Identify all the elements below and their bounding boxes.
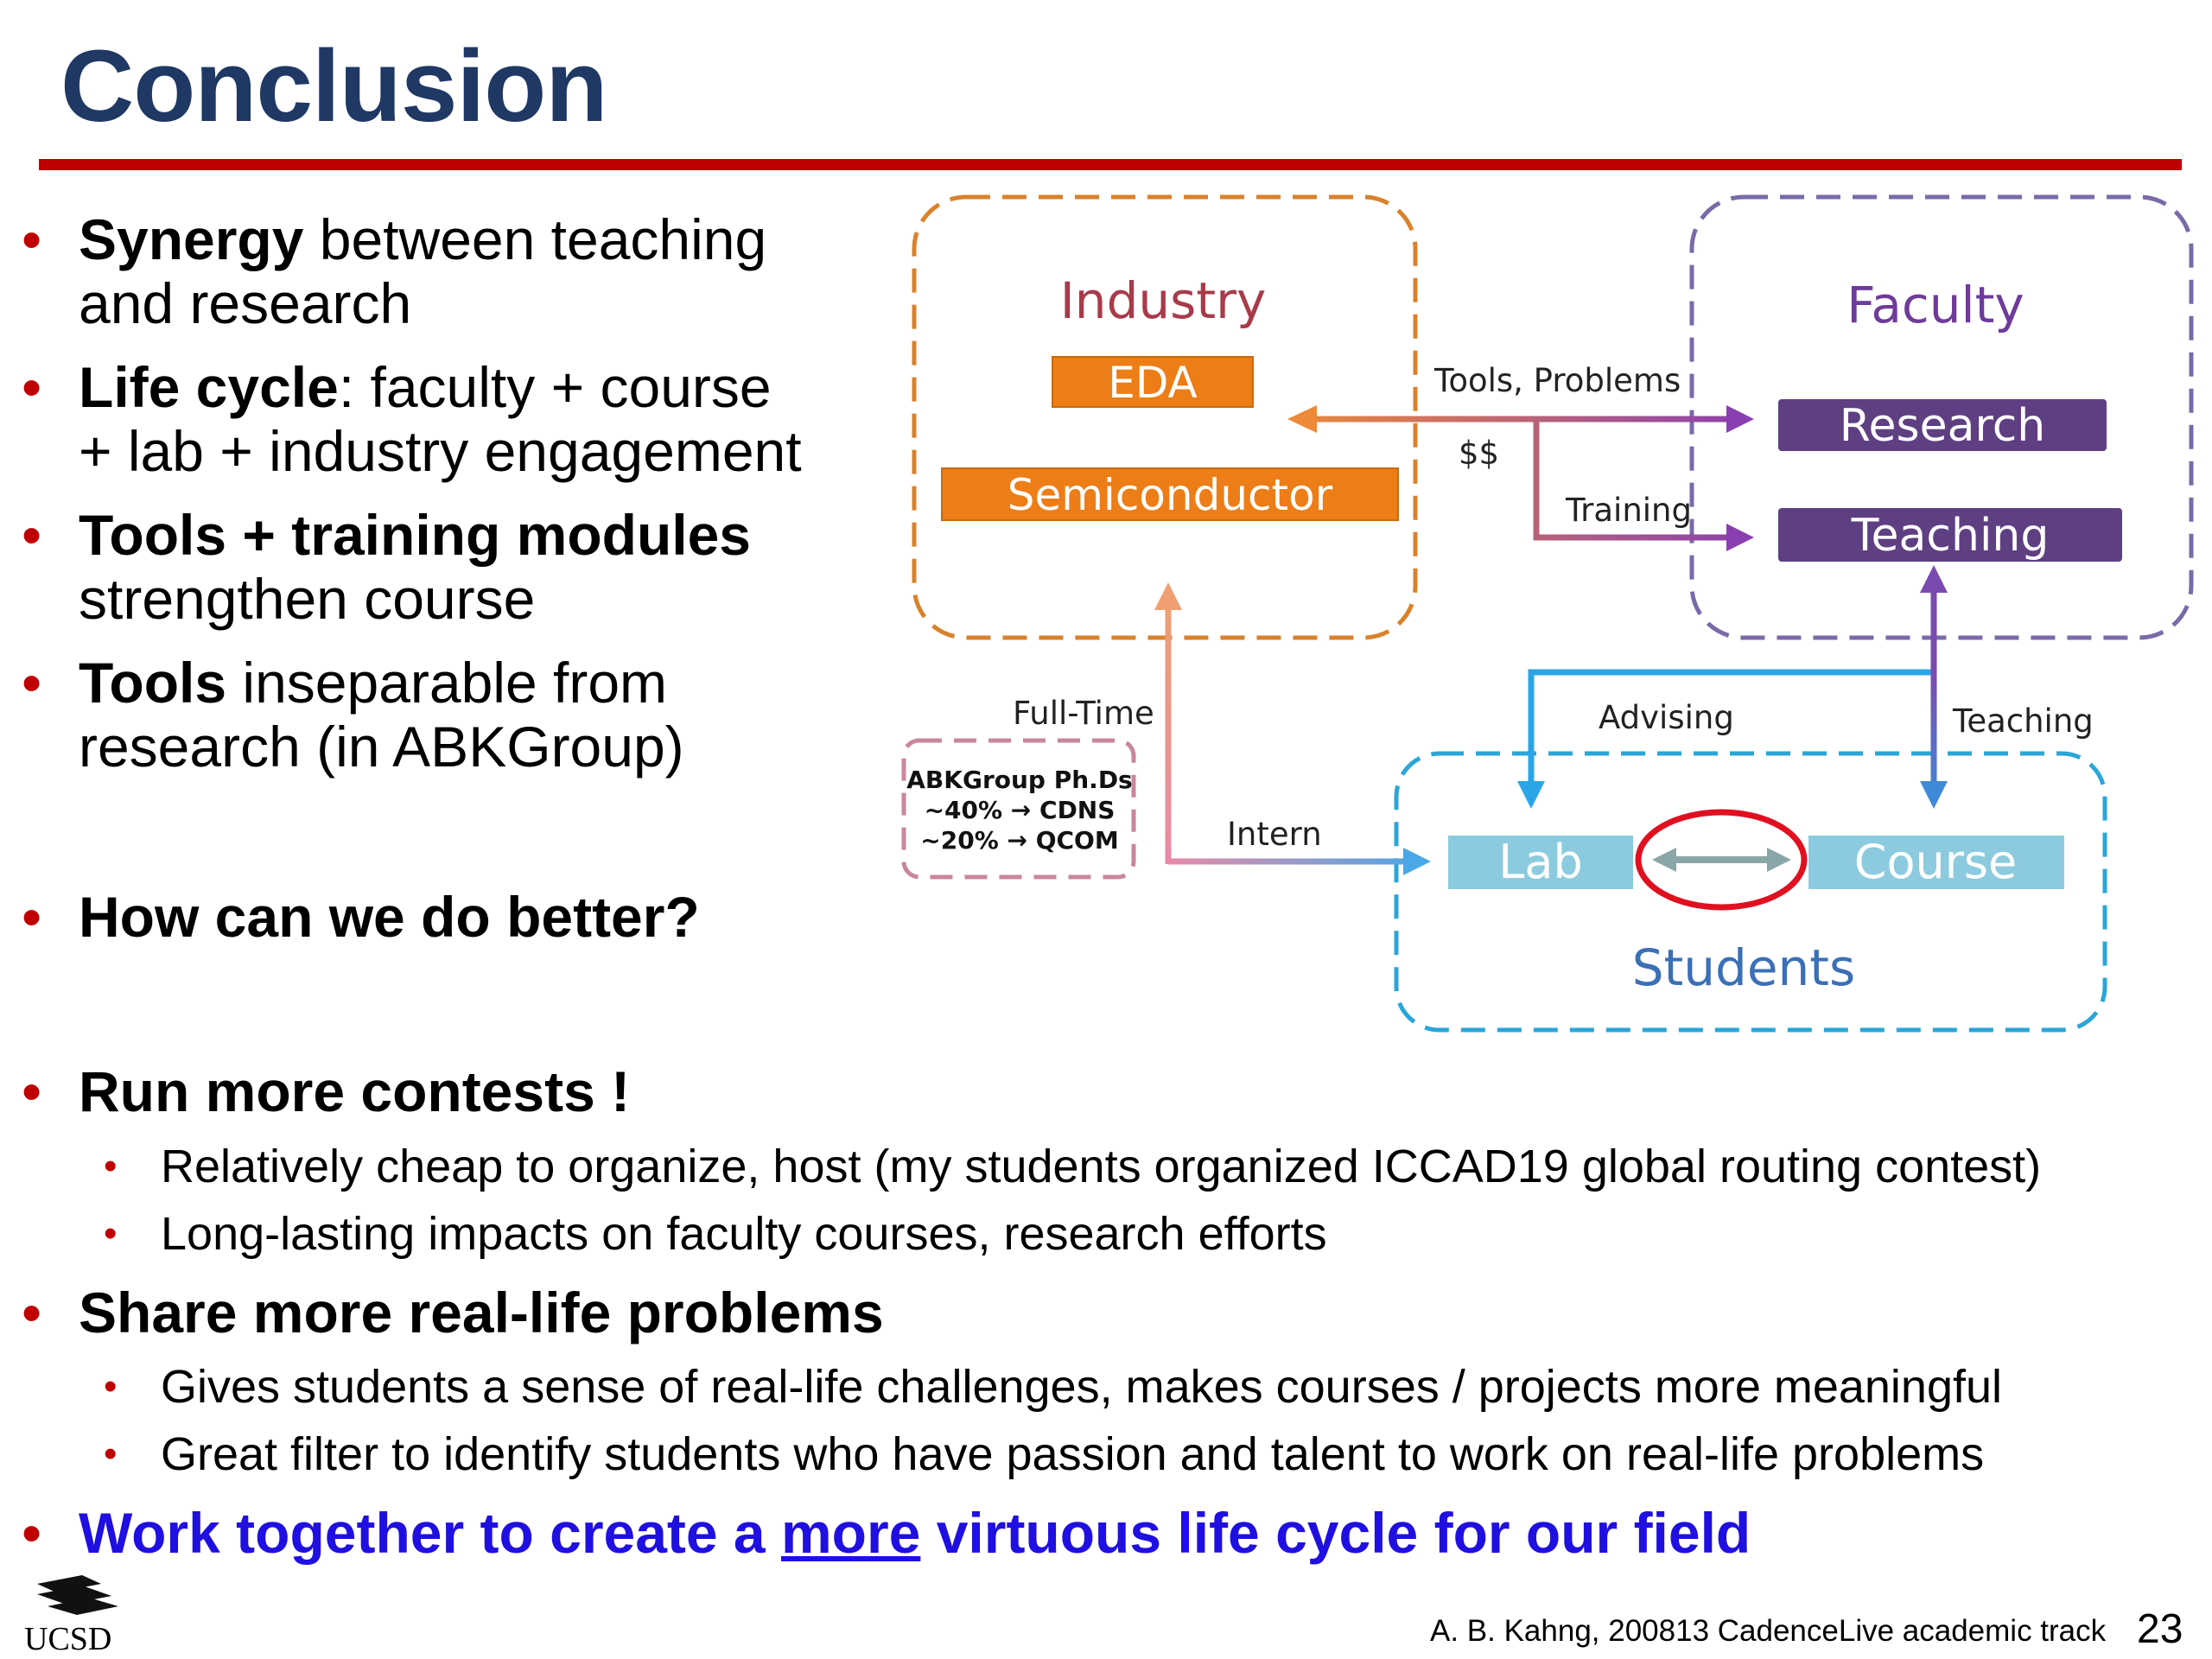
lab-course-arrowhead [1652,848,1676,872]
bullet-problems: Share more real-life problems [22,1281,2196,1344]
highlight-ellipse [1635,809,1808,911]
footer-citation: A. B. Kahng, 200813 CadenceLive academic… [1430,1614,2107,1648]
arrowhead-right [1403,848,1431,875]
ucsd-logo [37,1575,118,1615]
abkgroup-line-1: ABKGroup Ph.Ds [906,766,1132,794]
bullet-text: : faculty + course [338,355,772,419]
bullet-closing: Work together to create a more virtuous … [22,1501,2196,1565]
research-box [1778,399,2107,451]
semiconductor-box [941,467,1399,521]
bullet-text: research (in ABKGroup) [79,715,684,779]
closing-text-before: Work together to create a [79,1501,781,1565]
advising-arrow [1528,669,1934,786]
label-tools-problems: Tools, Problems [1433,362,1681,399]
students-title: Students [1632,938,1856,997]
label-training: Training [1565,492,1692,529]
closing-text-after: virtuous life cycle for our field [920,1501,1751,1565]
sub-bullet-text: Relatively cheap to organize, host (my s… [161,1141,2042,1192]
bullet-bold-text: Tools [79,651,227,715]
bullet-tools-research: Tools inseparable from research (in ABKG… [22,651,943,779]
arrowhead-left [1287,405,1317,433]
lab-label: Lab [1498,835,1582,889]
slide-title: Conclusion [60,29,607,143]
course-box [1808,836,2064,889]
life-cycle-diagram: Industry EDA Semiconductor Faculty Resea… [901,194,2194,1033]
faculty-title: Faculty [1847,276,2024,334]
arrowhead-right [1726,524,1754,551]
lab-box [1448,836,1633,889]
sub-bullet: Gives students a sense of real-life chal… [104,1361,2212,1413]
label-full-time: Full-Time [1013,695,1154,732]
sub-bullet-text: Gives students a sense of real-life chal… [161,1361,2003,1413]
bullet-text: between teaching [303,207,767,271]
course-label: Course [1854,835,2018,889]
bullet-heading: Run more contests ! [79,1059,631,1123]
label-money: $$ [1459,435,1499,472]
bullet-bold-text: Synergy [79,207,304,271]
closing-text: Work together to create a more virtuous … [79,1501,1751,1565]
bullet-tools-training: Tools + training modules strengthen cour… [22,503,943,631]
arrowhead-down [1517,781,1545,809]
sub-bullet: Great filter to identify students who ha… [104,1428,2212,1480]
label-advising: Advising [1599,699,1734,736]
sub-bullet: Relatively cheap to organize, host (my s… [104,1141,2212,1192]
ucsd-logo-text: UCSD [24,1621,112,1657]
abkgroup-line-3: ~20% → QCOM [920,826,1118,855]
training-arrow [1533,419,1732,541]
label-teaching: Teaching [1952,702,2094,740]
industry-group-box [912,194,1418,640]
sub-bullet: Long-lasting impacts on faculty courses,… [104,1208,2212,1260]
semiconductor-label: Semiconductor [1007,470,1333,520]
bullet-bold-text: Tools + training modules [79,503,752,567]
bullet-text: inseparable from [226,651,668,715]
bullet-bold-text: Life cycle [79,355,339,419]
page-number: 23 [2137,1606,2183,1652]
lab-course-arrowhead [1767,848,1791,872]
bullet-text: strengthen course [79,567,536,631]
bullet-text: + lab + industry engagement [79,419,802,483]
bullet-contests: Run more contests ! [22,1059,2196,1123]
arrowhead-up [1920,565,1948,593]
bullet-life-cycle: Life cycle: faculty + course + lab + ind… [22,355,943,483]
arrowhead-down [1920,781,1948,809]
label-intern: Intern [1227,816,1322,853]
arrowhead-right [1726,405,1754,433]
title-divider [39,159,2182,170]
eda-box [1052,356,1254,408]
abkgroup-line-2: ~40% → CDNS [925,796,1116,824]
bullet-synergy: Synergy between teaching and research [22,207,943,335]
eda-label: EDA [1108,358,1197,408]
bullet-heading: Share more real-life problems [79,1281,884,1344]
research-label: Research [1840,400,2046,452]
bullet-do-better: How can we do better? [22,885,943,949]
sub-bullet-text: Long-lasting impacts on faculty courses,… [161,1208,1327,1260]
closing-text-underlined: more [780,1501,921,1565]
abkgroup-box [901,738,1136,880]
industry-title: Industry [1060,271,1267,330]
bullet-text: and research [79,271,412,335]
teaching-label: Teaching [1851,510,2050,562]
arrowhead-up [1154,582,1182,610]
students-group-box [1394,751,2107,1033]
sub-bullet-text: Great filter to identify students who ha… [161,1428,1985,1480]
bullet-bold-text: How can we do better? [79,885,700,949]
teaching-box [1778,508,2122,562]
